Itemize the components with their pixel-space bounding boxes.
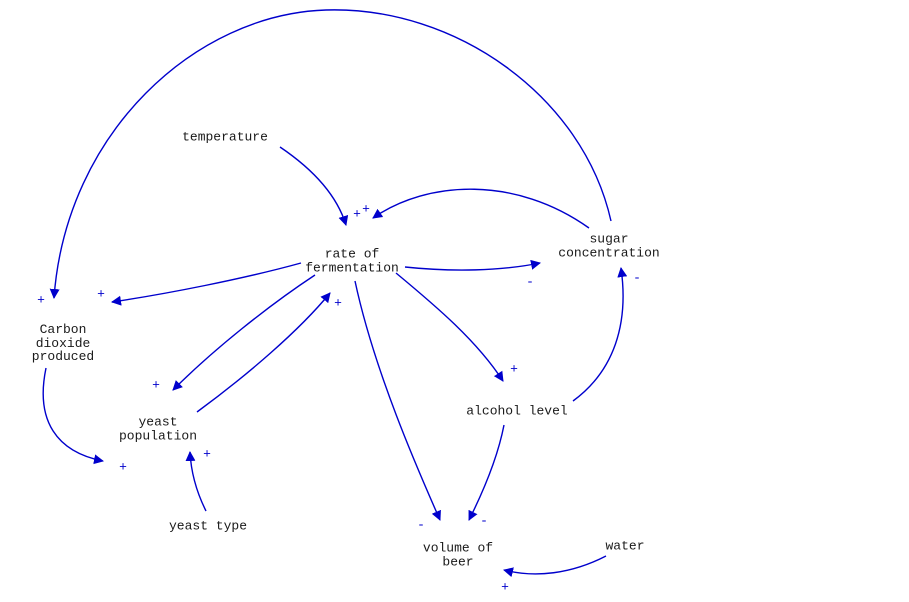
- sign-rate-of-fermentation-to-sugar-concentration: -: [526, 274, 534, 290]
- edge-temperature-to-rate-of-fermentation: [279, 146, 349, 226]
- sign-alcohol-level-to-volume-of-beer: -: [480, 513, 488, 529]
- node-temperature: temperature: [182, 129, 268, 145]
- sign-temperature-to-rate-of-fermentation: +: [353, 206, 361, 222]
- node-volume-of-beer: volume of beer: [422, 540, 494, 569]
- node-yeast-type: yeast type: [168, 518, 248, 534]
- edge-yeast-population-to-rate-of-fermentation: [196, 292, 331, 413]
- node-alcohol-level: alcohol level: [466, 403, 568, 419]
- edge-water-to-volume-of-beer: [503, 555, 607, 578]
- node-yeast-population: yeast population: [118, 414, 198, 443]
- sign-alcohol-level-to-sugar-concentration: -: [633, 270, 641, 286]
- edge-alcohol-level-to-volume-of-beer: [468, 424, 505, 521]
- sign-sugar-concentration-to-carbon-dioxide: +: [37, 292, 45, 308]
- sign-carbon-dioxide-to-yeast-population: +: [119, 459, 127, 475]
- edge-rate-of-fermentation-to-yeast-population: [172, 274, 316, 391]
- edge-sugar-concentration-to-rate-of-fermentation: [372, 188, 590, 229]
- edge-rate-of-fermentation-to-volume-of-beer: [354, 280, 441, 521]
- node-water: water: [605, 538, 645, 554]
- sign-yeast-type-to-yeast-population: +: [203, 446, 211, 462]
- node-sugar-concentration: sugar concentration: [558, 231, 660, 260]
- node-carbon-dioxide-produced: Carbon dioxide produced: [31, 321, 95, 364]
- edge-rate-of-fermentation-to-sugar-concentration: [404, 259, 541, 271]
- sign-rate-of-fermentation-to-alcohol-level: +: [510, 361, 518, 377]
- edge-rate-of-fermentation-to-carbon-dioxide: [111, 262, 302, 306]
- sign-sugar-concentration-to-rate-of-fermentation: +: [362, 201, 370, 217]
- sign-rate-of-fermentation-to-yeast-population: +: [152, 377, 160, 393]
- sign-rate-of-fermentation-to-volume-of-beer: -: [417, 517, 425, 533]
- edge-yeast-type-to-yeast-population: [185, 451, 207, 512]
- node-rate-of-fermentation: rate of fermentation: [305, 246, 399, 275]
- edge-carbon-dioxide-to-yeast-population: [42, 367, 104, 465]
- sign-yeast-population-to-rate-of-fermentation: +: [334, 295, 342, 311]
- sign-rate-of-fermentation-to-carbon-dioxide: +: [97, 286, 105, 302]
- sign-water-to-volume-of-beer: +: [501, 579, 509, 595]
- edge-sugar-concentration-to-carbon-dioxide: [49, 9, 612, 299]
- edge-alcohol-level-to-sugar-concentration: [572, 267, 628, 402]
- edge-rate-of-fermentation-to-alcohol-level: [395, 272, 504, 382]
